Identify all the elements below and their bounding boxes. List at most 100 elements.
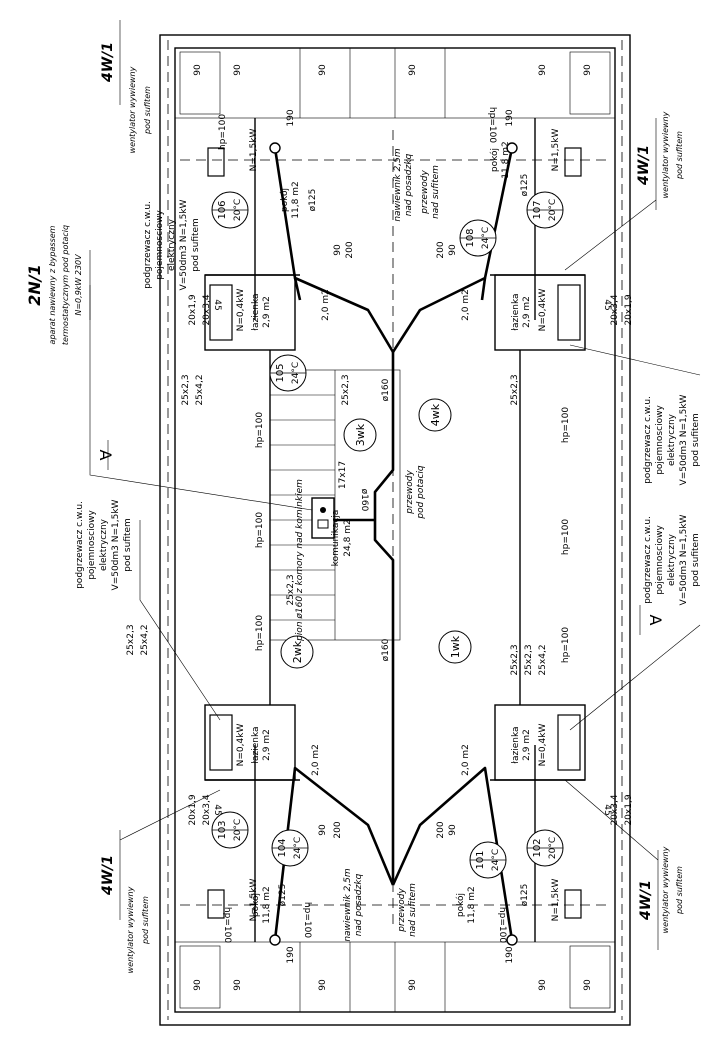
svg-text:90: 90 bbox=[318, 979, 328, 991]
callout-fan-top-right: 4W/1 wentylator wywiewny pod sufitem bbox=[564, 111, 684, 271]
zone-marker-1wk: 1wk bbox=[438, 630, 472, 664]
svg-text:A: A bbox=[646, 615, 665, 626]
zone-marker-2wk: 2wk bbox=[280, 635, 314, 669]
svg-text:25x2,3: 25x2,3 bbox=[341, 374, 351, 405]
svg-text:4wk: 4wk bbox=[429, 403, 442, 426]
svg-text:90: 90 bbox=[583, 64, 593, 76]
svg-text:25x4,2: 25x4,2 bbox=[195, 374, 205, 405]
svg-text:25x2,3: 25x2,3 bbox=[126, 624, 136, 655]
svg-text:pod sufitem: pod sufitem bbox=[143, 86, 152, 135]
label-bath-area-tl: 2,9 m2 bbox=[262, 296, 272, 328]
svg-text:pod sufitem: pod sufitem bbox=[675, 866, 684, 915]
svg-text:25x2,3: 25x2,3 bbox=[286, 574, 296, 605]
svg-text:90: 90 bbox=[318, 64, 328, 76]
svg-text:20x3,4: 20x3,4 bbox=[610, 294, 620, 325]
svg-text:N=1,5kW: N=1,5kW bbox=[249, 129, 259, 172]
zone-marker-4wk: 4wk bbox=[418, 398, 452, 432]
svg-text:nawiewnik 2,5m: nawiewnik 2,5m bbox=[393, 148, 403, 222]
callout-heater-mid-right-lower: podgrzewacz c.w.u. pojemnosciowy elektry… bbox=[569, 514, 701, 731]
svg-text:200: 200 bbox=[436, 821, 446, 838]
svg-text:190: 190 bbox=[505, 109, 515, 126]
svg-text:2,0 m2: 2,0 m2 bbox=[311, 744, 321, 776]
svg-text:2,0 m2: 2,0 m2 bbox=[321, 289, 331, 321]
label-bath-area-tr: 2,9 m2 bbox=[522, 296, 532, 328]
svg-text:2,0 m2: 2,0 m2 bbox=[461, 744, 471, 776]
svg-text:90: 90 bbox=[318, 824, 328, 836]
svg-text:45: 45 bbox=[212, 299, 222, 310]
svg-text:nad sufitem: nad sufitem bbox=[408, 883, 418, 937]
section-marker-bottom: A bbox=[639, 605, 665, 635]
svg-text:190: 190 bbox=[286, 109, 296, 126]
room-marker-104: 104 24°C bbox=[271, 829, 309, 867]
svg-text:45: 45 bbox=[602, 299, 612, 310]
room-temp: 20°C bbox=[233, 819, 243, 841]
room-marker-101: 101 24°C bbox=[469, 841, 507, 879]
svg-text:N=0,4kW: N=0,4kW bbox=[538, 289, 548, 332]
svg-text:N=1,5kW: N=1,5kW bbox=[249, 879, 259, 922]
svg-text:20x3,4: 20x3,4 bbox=[202, 794, 212, 825]
label-area-tl: 11,8 m2 bbox=[291, 181, 301, 218]
svg-text:pod sufitem: pod sufitem bbox=[675, 131, 684, 180]
label-pokoj-tl: pokój bbox=[279, 188, 290, 212]
callout-heater-top-left: podgrzewacz c.w.u. pojemnosciowy elektry… bbox=[143, 199, 201, 290]
label-lazienka-tr: łazienka bbox=[511, 293, 521, 330]
dimension-labels: hp=100 hp=100 hp=100 hp=100 hp=100 hp=10… bbox=[193, 64, 612, 991]
label-area-tr: 11,8 m2 bbox=[501, 141, 511, 178]
label-bath-area-bl: 2,9 m2 bbox=[262, 729, 272, 761]
svg-text:hp=100: hp=100 bbox=[561, 407, 571, 443]
label-area-bl: 11,8 m2 bbox=[262, 886, 272, 923]
zone-marker-3wk: 3wk bbox=[343, 418, 377, 452]
room-number: 101 bbox=[475, 850, 486, 869]
room-number: 104 bbox=[277, 838, 288, 857]
svg-text:podgrzewacz c.w.u.: podgrzewacz c.w.u. bbox=[75, 501, 85, 589]
room-number: 102 bbox=[532, 838, 543, 857]
callout-fan-top-left: 4W/1 wentylator wywiewny pod sufitem bbox=[100, 20, 152, 153]
svg-text:termostatycznym pod potaciq: termostatycznym pod potaciq bbox=[61, 225, 70, 345]
label-pokoj-bl: pokój bbox=[250, 893, 261, 917]
label-bath-area-br: 2,9 m2 bbox=[522, 729, 532, 761]
room-marker-105: 105 24°C bbox=[269, 354, 307, 392]
svg-text:wentylator wywiewny: wentylator wywiewny bbox=[661, 111, 670, 198]
room-temp: 20°C bbox=[548, 837, 558, 859]
room-temp: 24°C bbox=[291, 362, 301, 384]
svg-text:pod sufitem: pod sufitem bbox=[691, 533, 701, 587]
svg-text:pod sufitem: pod sufitem bbox=[191, 218, 201, 272]
svg-text:pojemnosciowy: pojemnosciowy bbox=[655, 405, 665, 475]
duct-network bbox=[207, 142, 582, 946]
label-pokoj-br: pokój bbox=[455, 893, 466, 917]
svg-text:pojemnosciowy: pojemnosciowy bbox=[87, 510, 97, 580]
svg-text:N=0,4kW: N=0,4kW bbox=[538, 724, 548, 767]
svg-text:pod potaciq: pod potaciq bbox=[416, 465, 426, 520]
svg-text:90: 90 bbox=[448, 824, 458, 836]
svg-text:ø125: ø125 bbox=[278, 884, 288, 907]
svg-text:wentylator wywiewny: wentylator wywiewny bbox=[661, 846, 670, 933]
svg-text:wentylator wywiewny: wentylator wywiewny bbox=[126, 886, 135, 973]
svg-text:hp=100: hp=100 bbox=[561, 519, 571, 555]
callout-heater-mid-right-upper: podgrzewacz c.w.u. pojemnosciowy elektry… bbox=[569, 344, 701, 485]
room-temp: 24°C bbox=[293, 837, 303, 859]
room-temp: 24°C bbox=[481, 227, 491, 249]
room-labels: pokój 11,8 m2 pokój 11,8 m2 pokój 11,8 m… bbox=[250, 141, 532, 923]
svg-text:pod sufitem: pod sufitem bbox=[691, 413, 701, 467]
room-temp: 20°C bbox=[233, 199, 243, 221]
svg-text:90: 90 bbox=[538, 979, 548, 991]
svg-text:200: 200 bbox=[345, 241, 355, 258]
svg-text:pojemnosciowy: pojemnosciowy bbox=[155, 210, 165, 280]
svg-text:pod sufitem: pod sufitem bbox=[141, 896, 150, 945]
callout-heater-mid-left: podgrzewacz c.w.u. pojemnosciowy elektry… bbox=[75, 499, 221, 721]
svg-text:25x2,3: 25x2,3 bbox=[510, 644, 520, 675]
svg-text:hp=100: hp=100 bbox=[255, 512, 265, 548]
label-stair: 17x17 bbox=[338, 461, 348, 489]
room-marker-106: 106 20°C bbox=[211, 191, 249, 229]
svg-text:200: 200 bbox=[436, 241, 446, 258]
svg-text:190: 190 bbox=[286, 946, 296, 963]
svg-text:2wk: 2wk bbox=[291, 640, 304, 663]
svg-text:N=0,9kW 230V: N=0,9kW 230V bbox=[74, 254, 83, 316]
svg-text:2,0 m2: 2,0 m2 bbox=[461, 289, 471, 321]
svg-text:elektryczny: elektryczny bbox=[667, 533, 677, 586]
svg-text:nad posadzkq: nad posadzkq bbox=[354, 873, 364, 936]
svg-text:25x4,2: 25x4,2 bbox=[140, 624, 150, 655]
svg-text:podgrzewacz c.w.u.: podgrzewacz c.w.u. bbox=[643, 396, 653, 484]
svg-text:nad posadzkq: nad posadzkq bbox=[404, 153, 414, 216]
room-number: 106 bbox=[217, 200, 228, 219]
